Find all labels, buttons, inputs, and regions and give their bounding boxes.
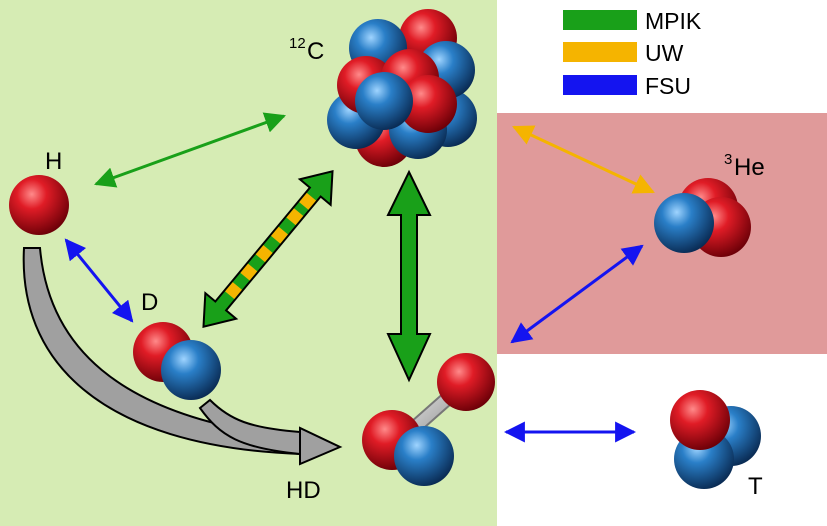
legend-swatch-uw [563,42,637,62]
label-c12: C [307,38,324,65]
atom-d [133,322,221,400]
arrow-d-to-hd [198,398,301,456]
arrow-h-d [64,238,134,323]
label-c12-mass-number: 12 [289,35,306,52]
arrow-c12-he3 [512,125,655,194]
nucleus-t [670,390,761,489]
legend-label-fsu: FSU [645,73,691,99]
label-he3: He [734,154,765,181]
nucleus-c12 [327,9,477,167]
arrow-d-c12 [202,169,334,329]
legend-swatch-mpik [563,10,637,30]
legend-label-mpik: MPIK [645,8,702,34]
atom-h [9,175,69,235]
arrow-h-c12 [94,112,286,188]
arrow-h-to-hd [22,247,343,466]
label-hd: HD [286,477,321,504]
legend-label-uw: UW [645,40,684,66]
label-t: T [748,473,763,500]
label-h: H [45,148,62,175]
label-he3-mass-number: 3 [724,151,732,168]
nucleus-he3 [654,178,751,257]
molecule-hd [362,353,495,486]
legend: MPIK UW FSU [563,8,702,99]
legend-swatch-fsu [563,75,637,95]
arrow-c12-hd [386,169,432,383]
label-d: D [141,289,158,316]
arrow-he3-hd [510,244,644,344]
